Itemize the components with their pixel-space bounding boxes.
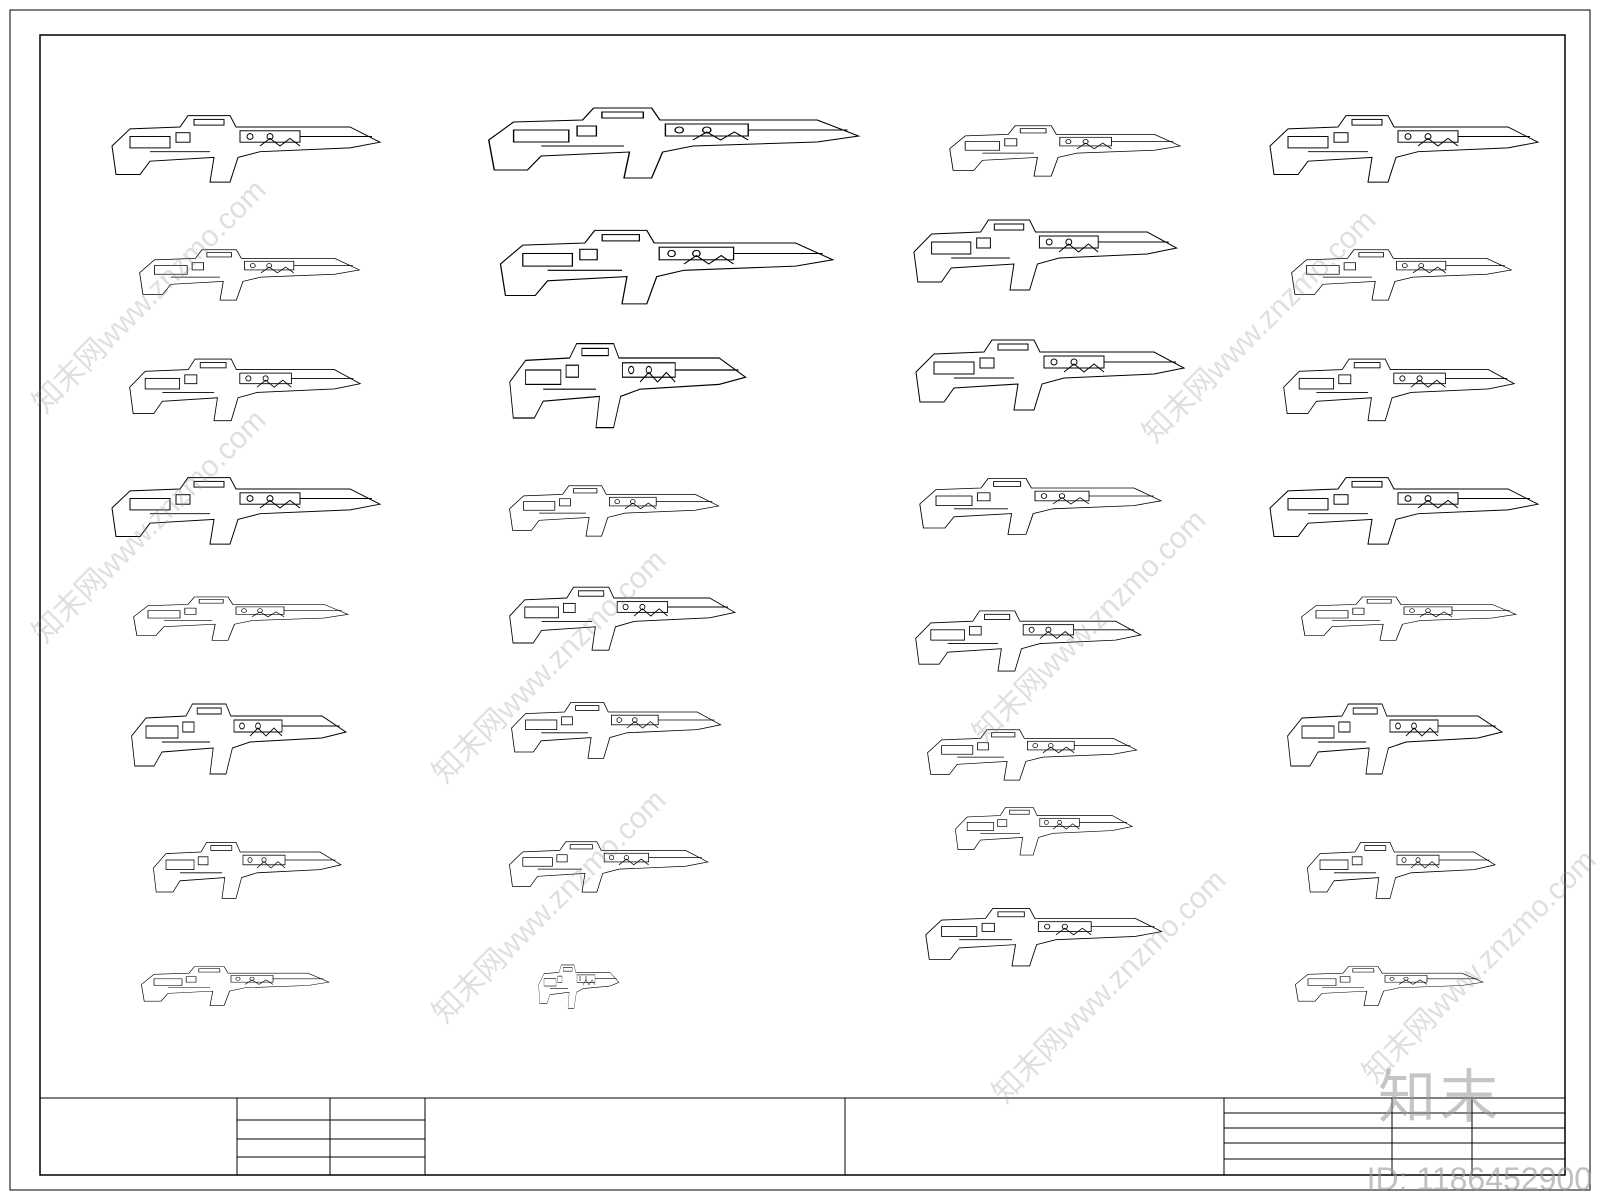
weapon-drawing	[511, 702, 721, 759]
weapon-drawing	[915, 610, 1142, 672]
weapon-drawing	[1291, 249, 1512, 301]
weapon-drawing	[927, 729, 1137, 781]
weapon-drawing	[1269, 115, 1539, 183]
weapon-drawing	[141, 966, 330, 1007]
weapon-drawing	[1301, 596, 1517, 641]
weapon-drawing	[954, 807, 1133, 856]
weapon-drawing	[509, 586, 736, 651]
weapon-drawing	[131, 703, 347, 775]
weapon-drawing	[913, 219, 1178, 291]
weapon-drawing	[129, 358, 361, 422]
weapon-drawing	[1287, 703, 1503, 775]
weapon-drawing	[111, 477, 381, 545]
weapon-drawing	[1283, 358, 1515, 422]
brand-watermark: 知末	[1377, 1063, 1502, 1131]
weapon-drawing	[488, 107, 860, 179]
weapon-drawing	[152, 842, 342, 899]
weapon-drawing	[1307, 842, 1496, 899]
weapon-drawing	[133, 596, 349, 641]
weapon-drawing	[1295, 966, 1484, 1007]
weapon-drawing	[499, 229, 834, 305]
weapon-drawing	[509, 485, 719, 537]
weapon-drawing	[509, 343, 747, 429]
weapon-drawing	[919, 477, 1162, 535]
outer-border	[9, 9, 1591, 1191]
weapon-drawing	[111, 115, 381, 183]
weapon-drawing	[949, 125, 1181, 177]
weapon-drawing	[509, 841, 709, 893]
title-block	[39, 1097, 1566, 1176]
weapon-drawing	[915, 339, 1185, 411]
image-id-label: ID: 1186452900	[1366, 1161, 1592, 1197]
weapon-drawing	[925, 908, 1163, 967]
weapon-drawing	[538, 964, 620, 1009]
weapon-drawing	[139, 249, 360, 301]
weapon-drawing	[1269, 477, 1539, 545]
